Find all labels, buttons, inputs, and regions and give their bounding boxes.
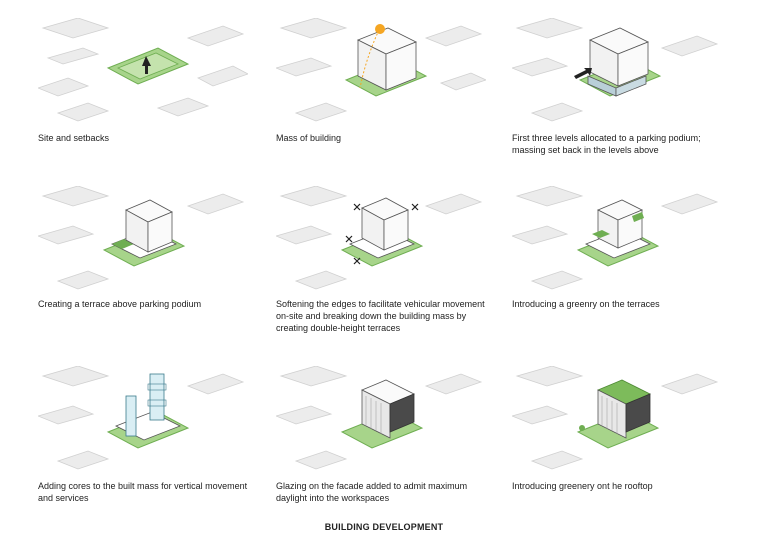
glazed-facade bbox=[625, 393, 651, 433]
step-6-diagram bbox=[512, 186, 722, 294]
arrow-icon bbox=[574, 68, 592, 79]
step-5-caption: Softening the edges to facilitate vehicu… bbox=[276, 299, 485, 333]
step-4-illustration bbox=[38, 186, 245, 290]
mass-front bbox=[617, 41, 649, 87]
step-7-illustration bbox=[38, 366, 245, 470]
step-5-illustration bbox=[276, 186, 483, 290]
step-5-diagram bbox=[276, 186, 486, 294]
step-4-diagram bbox=[38, 186, 248, 294]
context-buildings bbox=[38, 18, 248, 122]
step-8-caption: Glazing on the facade added to admit max… bbox=[276, 481, 468, 503]
context-buildings bbox=[276, 366, 483, 470]
sun-icon bbox=[375, 24, 385, 34]
step-6-illustration bbox=[512, 186, 719, 290]
context-buildings bbox=[38, 366, 245, 470]
tree-icon bbox=[579, 425, 585, 431]
context-buildings bbox=[512, 18, 719, 122]
podium-front bbox=[615, 75, 647, 97]
context-buildings bbox=[276, 18, 486, 122]
mass-front bbox=[385, 41, 417, 91]
step-9-diagram bbox=[512, 366, 722, 474]
context-buildings bbox=[512, 186, 719, 290]
step-6-caption: Introducing a greenry on the terraces bbox=[512, 299, 660, 309]
figure-title: BUILDING DEVELOPMENT bbox=[324, 522, 444, 532]
step-1-caption: Site and setbacks bbox=[38, 133, 110, 143]
step-9-caption: Introducing greenery ont he rooftop bbox=[512, 481, 653, 491]
step-3-diagram bbox=[512, 18, 722, 126]
sun-path bbox=[359, 29, 380, 89]
step-7-diagram bbox=[38, 366, 248, 474]
scissors-icons bbox=[345, 203, 419, 265]
step-9-illustration bbox=[512, 366, 719, 470]
mass-front bbox=[147, 211, 173, 253]
step-4-caption: Creating a terrace above parking podium bbox=[38, 299, 202, 309]
context-buildings bbox=[276, 186, 483, 290]
arrow-icon bbox=[142, 56, 151, 74]
glazed-facade bbox=[389, 393, 415, 433]
step-3-caption: First three levels allocated to a parkin… bbox=[512, 133, 701, 155]
step-3-illustration bbox=[512, 18, 719, 122]
core-2 bbox=[149, 373, 165, 421]
step-1-diagram bbox=[38, 18, 248, 126]
step-2-diagram bbox=[276, 18, 486, 126]
core-1 bbox=[125, 395, 137, 437]
step-2-illustration bbox=[276, 18, 486, 122]
step-1-illustration bbox=[38, 18, 248, 122]
terrace-greenery bbox=[592, 230, 610, 238]
step-7-caption: Adding cores to the built mass for verti… bbox=[38, 481, 248, 503]
step-8-diagram bbox=[276, 366, 486, 474]
facade-lines bbox=[601, 396, 618, 434]
context-buildings bbox=[512, 366, 719, 470]
facade-lines bbox=[365, 396, 382, 434]
step-8-illustration bbox=[276, 366, 483, 470]
mass-front bbox=[383, 209, 409, 251]
terrace-greenery-2 bbox=[632, 212, 644, 222]
context-buildings bbox=[38, 186, 245, 290]
step-2-caption: Mass of building bbox=[276, 133, 342, 143]
